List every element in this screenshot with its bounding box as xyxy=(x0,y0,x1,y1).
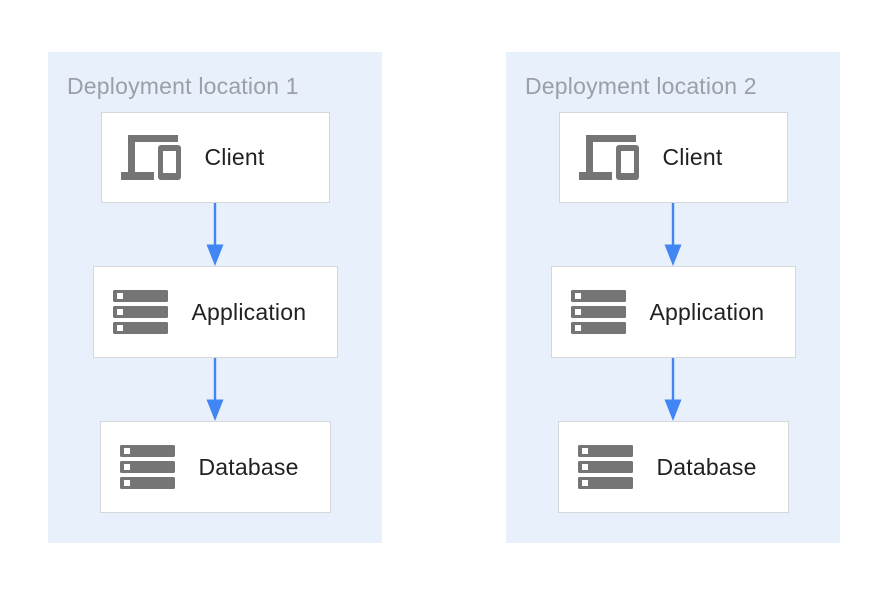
client-devices-icon xyxy=(578,135,639,180)
deployment-location-panel-1: Deployment location 1 Client xyxy=(48,52,382,543)
node-label: Client xyxy=(662,144,723,170)
application-node: Application xyxy=(92,266,338,358)
application-node: Application xyxy=(550,266,796,358)
client-devices-icon xyxy=(120,135,181,180)
server-stack-icon xyxy=(577,445,633,489)
panel-title: Deployment location 2 xyxy=(525,73,757,99)
server-stack-icon xyxy=(570,290,626,334)
down-arrow-icon xyxy=(664,358,682,421)
down-arrow-icon xyxy=(206,203,224,266)
node-label: Application xyxy=(191,298,307,325)
database-node: Database xyxy=(557,421,789,513)
database-node: Database xyxy=(99,421,331,513)
server-stack-icon xyxy=(119,445,175,489)
node-label: Client xyxy=(204,144,265,170)
panel-title: Deployment location 1 xyxy=(67,73,299,99)
server-stack-icon xyxy=(112,290,168,334)
down-arrow-icon xyxy=(206,358,224,421)
deployment-location-panel-2: Deployment location 2 Client xyxy=(506,52,840,543)
node-label: Database xyxy=(198,453,299,480)
node-label: Application xyxy=(649,298,765,325)
client-node: Client xyxy=(558,112,788,203)
client-node: Client xyxy=(100,112,330,203)
node-label: Database xyxy=(656,453,757,480)
down-arrow-icon xyxy=(664,203,682,266)
